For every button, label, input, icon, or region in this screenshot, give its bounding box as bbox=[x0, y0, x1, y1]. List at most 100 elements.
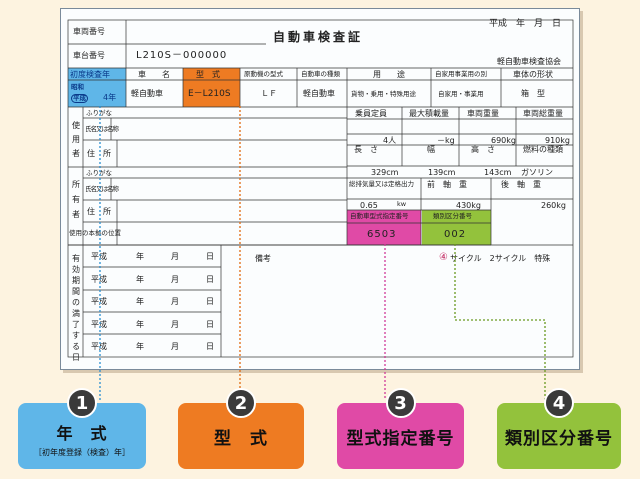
first-reg-year-value: 4年 bbox=[103, 93, 117, 102]
capacity-value: 4人 bbox=[383, 136, 397, 145]
holder-label-2: 有 bbox=[72, 195, 80, 204]
front-axle-label: 前 軸 重 bbox=[427, 180, 467, 189]
first-reg-label: 初度検査年 bbox=[70, 70, 110, 79]
private-business-label: 自家用事業用の別 bbox=[435, 70, 487, 78]
max-load-value: －kg bbox=[437, 136, 455, 145]
chassis-number-label: 車台番号 bbox=[73, 51, 105, 60]
callout-model: 2 型 式 bbox=[178, 388, 304, 469]
owner-label-1: 使 bbox=[72, 121, 80, 130]
chassis-number-value: L210S－000000 bbox=[136, 50, 228, 61]
holder-address-label: 住 所 bbox=[87, 207, 111, 216]
validity-month-5: 月 bbox=[171, 342, 179, 351]
model-value: E－L210S bbox=[188, 89, 231, 99]
width-label: 幅 bbox=[427, 145, 435, 154]
remarks-label: 備考 bbox=[255, 254, 271, 263]
era-label-showa: 昭和 bbox=[71, 83, 84, 91]
gross-weight-value: 910kg bbox=[545, 136, 570, 145]
validity-year-2: 年 bbox=[136, 275, 144, 284]
rear-axle-value: 260kg bbox=[541, 201, 566, 210]
callout-category: 4 類別区分番号 bbox=[497, 388, 621, 469]
issue-date: 平成 年 月 日 bbox=[489, 19, 562, 29]
category-label: 類別区分番号 bbox=[433, 212, 472, 220]
callout-number-3: 3 bbox=[385, 388, 416, 418]
displacement-value: 0.65 bbox=[360, 201, 378, 210]
validity-month-1: 月 bbox=[171, 252, 179, 261]
vehicle-number-label: 車両番号 bbox=[73, 27, 105, 36]
holder-label-3: 者 bbox=[72, 210, 80, 219]
model-label: 型 式 bbox=[196, 70, 220, 79]
type-designation-value: 6503 bbox=[367, 229, 397, 240]
private-business-value: 自家用・事業用 bbox=[438, 90, 484, 98]
engine-model-label: 原動機の型式 bbox=[244, 70, 283, 78]
owner-furigana-label: ふりがな bbox=[86, 109, 112, 117]
validity-month-3: 月 bbox=[171, 297, 179, 306]
type-designation-value-highlight bbox=[347, 223, 421, 245]
model-header-highlight bbox=[183, 68, 240, 80]
cycle-mark: ④ bbox=[439, 252, 448, 263]
validity-day-3: 日 bbox=[206, 297, 214, 306]
fuel-value: ガソリン bbox=[521, 168, 553, 177]
callout-number-1: 1 bbox=[67, 388, 97, 418]
validity-rows: 平成 年 月 日 平成 年 月 日 平成 年 月 日 平成 年 月 日 bbox=[91, 253, 221, 363]
height-label: 高 さ bbox=[471, 145, 495, 154]
category-value: 002 bbox=[444, 229, 467, 240]
vehicle-name-value: 軽自動車 bbox=[131, 89, 163, 98]
owner-label-2: 用 bbox=[72, 135, 80, 144]
model-value-highlight bbox=[183, 80, 240, 107]
era-label-heisei: 平成 bbox=[71, 94, 88, 103]
engine-model-value: ＬＦ bbox=[261, 89, 277, 98]
type-designation-header-highlight bbox=[347, 210, 421, 223]
height-value: 143cm bbox=[484, 168, 512, 177]
category-value-highlight bbox=[422, 223, 491, 245]
gross-weight-label: 車両総重量 bbox=[523, 109, 563, 118]
callout-type-designation: 3 型式指定番号 bbox=[337, 388, 464, 469]
holder-name-label: 氏名又は名称 bbox=[85, 185, 119, 193]
leader-category bbox=[454, 244, 546, 400]
validity-year-4: 年 bbox=[136, 320, 144, 329]
validity-era-2: 平成 bbox=[91, 275, 107, 284]
holder-furigana-label: ふりがな bbox=[86, 169, 112, 177]
year-header-highlight bbox=[68, 68, 126, 80]
callout-number-4: 4 bbox=[544, 388, 574, 418]
body-shape-label: 車体の形状 bbox=[513, 70, 553, 79]
displacement-label: 総排気量又は定格出力 bbox=[349, 180, 414, 188]
holder-label-1: 所 bbox=[72, 180, 80, 189]
validity-era-1: 平成 bbox=[91, 252, 107, 261]
weight-value: 690kg bbox=[491, 136, 516, 145]
callout-label-year: 年 式 bbox=[56, 424, 108, 443]
vehicle-type-label: 自動車の種類 bbox=[301, 70, 340, 78]
body-shape-value: 箱 型 bbox=[521, 89, 545, 98]
displacement-unit: kw bbox=[397, 200, 407, 208]
certificate-title: 自動車検査証 bbox=[273, 30, 364, 44]
certificate-body: 車両番号 車台番号 L210S－000000 自動車検査証 平成 年 月 日 軽… bbox=[61, 9, 581, 371]
vehicle-type-value: 軽自動車 bbox=[303, 89, 335, 98]
validity-day-5: 日 bbox=[206, 342, 214, 351]
validity-era-5: 平成 bbox=[91, 342, 107, 351]
year-value-highlight bbox=[68, 80, 126, 107]
issuer-name: 軽自動車検査協会 bbox=[497, 57, 561, 66]
callout-label-model: 型 式 bbox=[214, 428, 268, 449]
category-header-highlight bbox=[422, 210, 491, 223]
callout-year: 1 年 式 ［初年度登録（検査）年］ bbox=[18, 388, 146, 469]
callout-sub-year: ［初年度登録（検査）年］ bbox=[34, 448, 130, 457]
callout-number-2: 2 bbox=[226, 388, 256, 418]
vehicle-inspection-certificate: 車両番号 車台番号 L210S－000000 自動車検査証 平成 年 月 日 軽… bbox=[60, 8, 580, 370]
base-location-label: 使用の本拠の位置 bbox=[69, 229, 121, 237]
validity-label: 有効期間の満了する日 bbox=[72, 254, 80, 362]
owner-name-label: 氏名又は名称 bbox=[85, 125, 119, 133]
usage-label: 用 途 bbox=[373, 70, 405, 79]
usage-value: 貨物・乗用・特殊用途 bbox=[351, 90, 416, 98]
validity-year-3: 年 bbox=[136, 297, 144, 306]
rear-axle-label: 後 軸 重 bbox=[501, 180, 541, 189]
owner-label-3: 者 bbox=[72, 149, 80, 158]
cycle-text: サイクル 2サイクル 特殊 bbox=[450, 254, 551, 263]
weight-label: 車両重量 bbox=[467, 109, 499, 118]
validity-year-1: 年 bbox=[136, 252, 144, 261]
type-designation-label: 自動車型式指定番号 bbox=[350, 212, 409, 220]
validity-day-1: 日 bbox=[206, 252, 214, 261]
length-value: 329cm bbox=[371, 168, 399, 177]
capacity-label: 乗員定員 bbox=[355, 109, 387, 118]
validity-year-5: 年 bbox=[136, 342, 144, 351]
fuel-label: 燃料の種類 bbox=[523, 145, 563, 154]
